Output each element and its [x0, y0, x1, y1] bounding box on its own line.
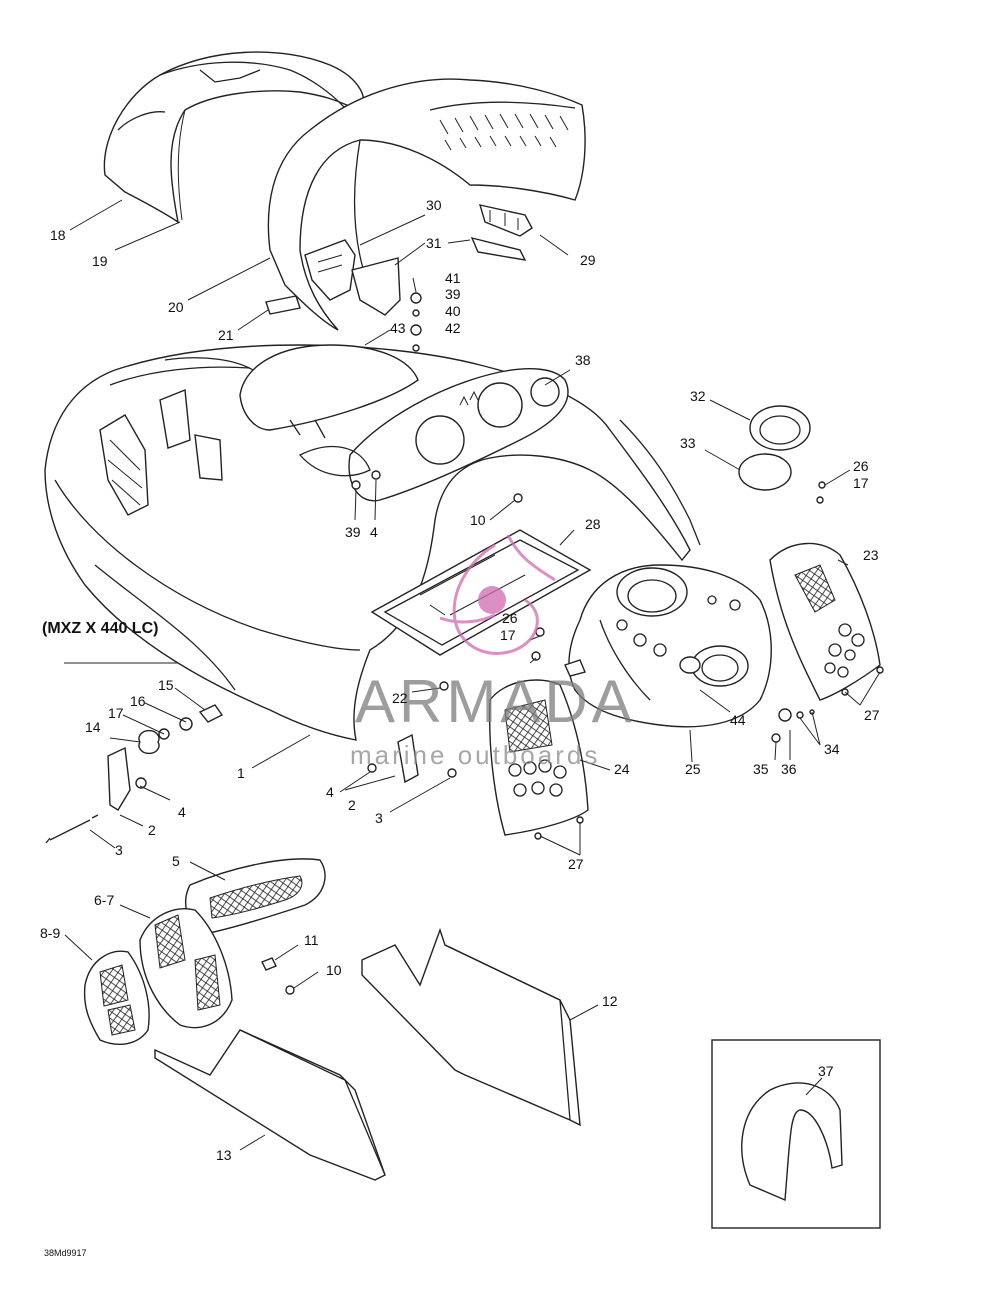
- callout-26-right[interactable]: 26: [853, 458, 869, 474]
- callout-4-mid[interactable]: 4: [326, 784, 334, 800]
- insulation-12: [361, 927, 581, 1127]
- drawing-code: 38Md9917: [44, 1248, 87, 1258]
- callout-4-center[interactable]: 4: [370, 524, 378, 540]
- callout-11[interactable]: 11: [304, 932, 319, 948]
- callout-38[interactable]: 38: [575, 352, 591, 368]
- callout-28[interactable]: 28: [585, 516, 601, 532]
- watermark-logo-icon: [439, 534, 556, 655]
- vent-6-7: [139, 908, 233, 1029]
- callout-17-right[interactable]: 17: [853, 475, 869, 491]
- lens-33: [738, 453, 792, 491]
- callout-13[interactable]: 13: [216, 1147, 232, 1163]
- dashboard-38: [239, 344, 569, 502]
- callout-39-top[interactable]: 39: [445, 286, 461, 302]
- callout-31[interactable]: 31: [426, 235, 442, 251]
- callout-6-7[interactable]: 6-7: [94, 892, 114, 908]
- callout-3-mid[interactable]: 3: [375, 810, 383, 826]
- callout-8-9[interactable]: 8-9: [40, 925, 60, 941]
- part-21-clip: [265, 295, 301, 315]
- callout-39-bottom[interactable]: 39: [345, 524, 361, 540]
- variant-label: (MXZ X 440 LC): [42, 620, 158, 637]
- callout-21[interactable]: 21: [218, 327, 234, 343]
- callout-35[interactable]: 35: [753, 761, 769, 777]
- callout-27-right[interactable]: 27: [864, 707, 880, 723]
- detail-box-37: [711, 1039, 881, 1229]
- part-31-deflector: [351, 236, 527, 316]
- callout-4-left[interactable]: 4: [178, 804, 186, 820]
- callout-18[interactable]: 18: [50, 227, 66, 243]
- callout-24[interactable]: 24: [614, 761, 630, 777]
- callout-37[interactable]: 37: [818, 1063, 834, 1079]
- vent-8-9: [83, 950, 150, 1046]
- insulation-13: [154, 1029, 386, 1181]
- windshield-18-19: [103, 51, 365, 224]
- callout-23[interactable]: 23: [863, 547, 879, 563]
- callout-43[interactable]: 43: [390, 320, 406, 336]
- watermark: ARMADA marine outboards: [350, 534, 636, 770]
- side-panel-23: [769, 542, 881, 701]
- callout-41[interactable]: 41: [445, 270, 461, 286]
- callout-10-bottom[interactable]: 10: [326, 962, 342, 978]
- callout-22[interactable]: 22: [392, 690, 408, 706]
- callout-20[interactable]: 20: [168, 299, 184, 315]
- hood-side-vents: [99, 389, 223, 516]
- ring-32: [749, 405, 811, 451]
- callout-30[interactable]: 30: [426, 197, 442, 213]
- callout-1[interactable]: 1: [237, 765, 245, 781]
- callout-3-left[interactable]: 3: [115, 842, 123, 858]
- callout-17-left[interactable]: 17: [108, 705, 124, 721]
- part-30-bracket: [304, 239, 356, 301]
- callout-12[interactable]: 12: [602, 993, 618, 1009]
- callout-27-center[interactable]: 27: [568, 856, 584, 872]
- part-callouts: 18 19 20 21 30 31 29 41 39 40 43 42 38 3…: [40, 197, 880, 1163]
- callout-19[interactable]: 19: [92, 253, 108, 269]
- callout-40[interactable]: 40: [445, 303, 461, 319]
- callout-44[interactable]: 44: [730, 712, 746, 728]
- callout-42[interactable]: 42: [445, 320, 461, 336]
- callout-34[interactable]: 34: [824, 741, 840, 757]
- part-29-bracket: [478, 204, 533, 237]
- callout-33[interactable]: 33: [680, 435, 696, 451]
- console-25: [564, 564, 772, 728]
- callout-32[interactable]: 32: [690, 388, 706, 404]
- callout-26-center[interactable]: 26: [502, 610, 518, 626]
- callout-10-center[interactable]: 10: [470, 512, 486, 528]
- callout-2-left[interactable]: 2: [148, 822, 156, 838]
- callout-14[interactable]: 14: [85, 719, 101, 735]
- watermark-title: ARMADA: [355, 668, 636, 735]
- leader-lines: [64, 199, 881, 1151]
- callout-15[interactable]: 15: [158, 677, 174, 693]
- callout-2-mid[interactable]: 2: [348, 797, 356, 813]
- hardware-center: [261, 292, 545, 995]
- watermark-subtitle: marine outboards: [350, 740, 600, 770]
- callout-16[interactable]: 16: [130, 693, 146, 709]
- callout-5[interactable]: 5: [172, 853, 180, 869]
- callout-36[interactable]: 36: [781, 761, 797, 777]
- hardware-left: [45, 704, 224, 844]
- callout-29[interactable]: 29: [580, 252, 596, 268]
- side-panel-24: [488, 679, 589, 836]
- callout-17-center[interactable]: 17: [500, 627, 516, 643]
- windshield-rib-lines: [439, 113, 569, 151]
- callout-25[interactable]: 25: [685, 761, 701, 777]
- hood-body-1: [44, 344, 701, 741]
